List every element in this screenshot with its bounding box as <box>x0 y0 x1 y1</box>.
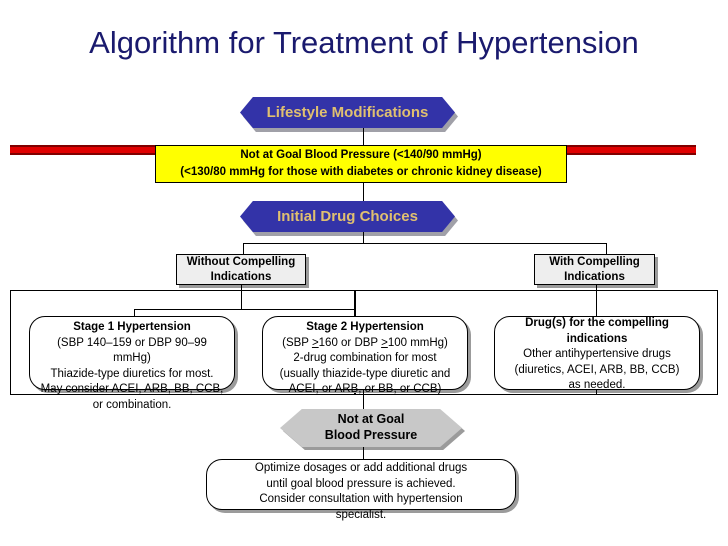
connector-initial-split <box>243 243 607 245</box>
without-compelling-line1: Without Compelling <box>186 255 296 268</box>
not-at-goal-bottom-line2: Blood Pressure <box>324 428 418 442</box>
not-at-goal-bottom-node[interactable]: Not at Goal Blood Pressure <box>280 409 462 447</box>
with-compelling-indications-node[interactable]: With Compelling Indications <box>534 254 655 285</box>
lifestyle-modifications-node[interactable]: Lifestyle Modifications <box>240 97 455 128</box>
connector-alert-to-initial <box>363 183 365 201</box>
lifestyle-label: Lifestyle Modifications <box>266 104 429 121</box>
stage1-line-4: May consider ACEI, ARB, BB, CCB, <box>40 383 224 396</box>
stage1-hypertension-node[interactable] <box>29 316 235 390</box>
optimize-line-3: Consider consultation with hypertension <box>259 493 463 506</box>
connector-stage-split <box>134 309 356 311</box>
connector-to-stage2 <box>355 309 357 320</box>
stage2-line-3: (usually thiazide-type diuretic and <box>279 367 451 380</box>
optimize-text: Optimize dosages or add additional drugs… <box>206 461 516 523</box>
compelling-drugs-line-3: as needed. <box>568 379 626 392</box>
stage1-line-2: mmHg) <box>113 352 151 365</box>
connector-to-compelling-drugs <box>596 285 598 320</box>
stage2-hypertension-node[interactable] <box>262 316 468 390</box>
stage1-line-5: or combination. <box>92 398 172 411</box>
connector-notatgoal-to-optimize <box>363 447 365 459</box>
stage2-text: Stage 2 Hypertension (SBP >160 or DBP >1… <box>262 320 468 398</box>
stage1-line-3: Thiazide-type diuretics for most. <box>50 367 214 380</box>
not-at-goal-top-line1: Not at Goal Blood Pressure (<140/90 mmHg… <box>240 149 482 162</box>
connector-without-down <box>241 285 243 310</box>
connector-to-without-compelling <box>243 243 245 255</box>
not-at-goal-top-box[interactable]: Not at Goal Blood Pressure (<140/90 mmHg… <box>155 145 567 183</box>
compelling-drugs-node[interactable] <box>494 316 700 390</box>
initial-drug-choices-label: Initial Drug Choices <box>277 208 418 225</box>
red-bar-left <box>10 145 158 155</box>
stage2-line-4: ACEI, or ARB, or BB, or CCB) <box>288 383 442 396</box>
compelling-drugs-text: Drug(s) for the compelling indications O… <box>494 316 700 394</box>
compelling-drugs-line-2: (diuretics, ACEI, ARB, BB, CCB) <box>514 363 680 376</box>
with-compelling-line1: With Compelling <box>549 255 640 268</box>
stage2-heading: Stage 2 Hypertension <box>306 321 424 333</box>
stage1-text: Stage 1 Hypertension (SBP 140–159 or DBP… <box>29 320 235 413</box>
optimize-line-4: specialist. <box>335 508 387 521</box>
stage2-line-2: 2-drug combination for most <box>293 352 437 365</box>
with-compelling-line2: Indications <box>564 270 625 283</box>
stage2-criteria-line: (SBP >160 or DBP >100 mmHg) <box>282 336 448 349</box>
without-compelling-line2: Indications <box>210 270 272 283</box>
optimize-dosages-node[interactable] <box>206 459 516 510</box>
without-compelling-indications-node[interactable]: Without Compelling Indications <box>176 254 306 285</box>
optimize-line-1: Optimize dosages or add additional drugs <box>254 462 468 474</box>
page-title: Algorithm for Treatment of Hypertension <box>89 25 639 60</box>
red-bar-right <box>566 145 696 155</box>
connector-compelling-down <box>596 390 598 395</box>
connector-to-stage1 <box>134 309 136 320</box>
greater-equal-icon-1: > <box>311 336 319 349</box>
stage1-heading: Stage 1 Hypertension <box>73 321 191 333</box>
optimize-line-2: until goal blood pressure is achieved. <box>266 477 456 490</box>
greater-equal-icon-2: > <box>381 336 388 349</box>
compelling-drugs-heading-2: indications <box>566 332 628 345</box>
connector-stage2-to-notatgoal <box>363 390 365 412</box>
not-at-goal-top-line2: (<130/80 mmHg for those with diabetes or… <box>180 166 542 178</box>
stage1-line-1: (SBP 140–159 or DBP 90–99 <box>57 336 207 349</box>
connector-lifestyle-to-alert <box>363 128 365 146</box>
compelling-drugs-heading-1: Drug(s) for the compelling <box>525 317 669 329</box>
connector-to-with-compelling <box>606 243 608 255</box>
not-at-goal-bottom-line1: Not at Goal <box>337 412 405 427</box>
connector-initial-stem <box>363 232 365 243</box>
compelling-drugs-line-1: Other antihypertensive drugs <box>523 348 671 361</box>
initial-drug-choices-node[interactable]: Initial Drug Choices <box>240 201 455 232</box>
